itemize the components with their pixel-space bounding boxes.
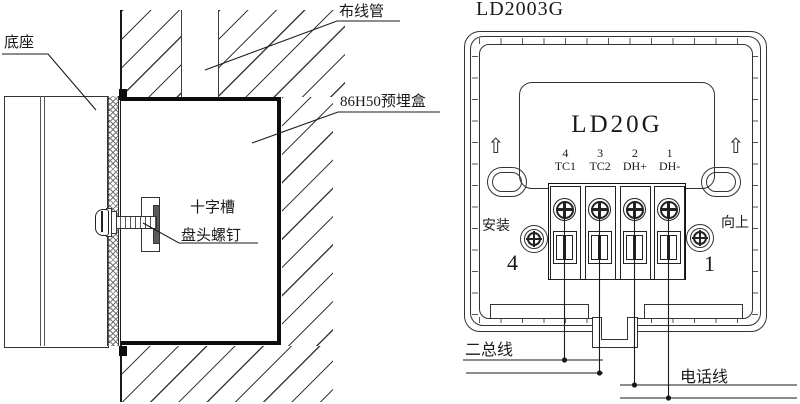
terminal-num: 1 (666, 146, 673, 160)
up-label: 向上 (721, 216, 749, 231)
wall-hatch-top-right (219, 10, 345, 97)
corner-num-right: 1 (704, 251, 715, 276)
terminal-clamp (552, 231, 577, 264)
bus-line-label: 二总线 (465, 342, 514, 359)
faceplate-ticks-right (752, 47, 758, 315)
corner-num-left: 4 (507, 250, 518, 275)
box-flange-bottom (119, 346, 127, 356)
terminal-name: DH- (658, 159, 681, 173)
conduit-left-line (181, 10, 182, 97)
base-label: 底座 (4, 35, 35, 51)
terminal-clamp (622, 231, 647, 264)
terminal-name: TC1 (554, 159, 577, 173)
fixing-screw-icon-right (686, 224, 714, 252)
wall-face-line (119, 10, 122, 402)
terminal-name: DH+ (622, 159, 647, 173)
embed-box-label: 86H50预埋盒 (340, 94, 426, 110)
terminal-clamp (587, 231, 612, 264)
faceplate-ticks-top (479, 38, 751, 44)
terminal-unit-3 (585, 186, 616, 280)
screw-washer-inner (111, 211, 117, 234)
bottom-recess-left (490, 304, 589, 318)
bottom-recess-right (644, 304, 743, 318)
terminal-clamp (656, 231, 681, 264)
terminal-unit-1 (654, 186, 685, 280)
phone-line-label: 电话线 (680, 369, 729, 386)
base-plate-inner-line (40, 96, 45, 346)
terminal-screw-icon (623, 198, 646, 221)
device-title: LD2003G (476, 0, 565, 20)
model-panel: LD20G (519, 82, 715, 189)
conduit-label: 布线管 (339, 4, 385, 20)
terminal-num: 3 (597, 146, 604, 160)
terminal-screw-icon (657, 198, 680, 221)
bottom-tab-inner (601, 317, 628, 340)
terminal-num: 2 (631, 146, 638, 160)
wall-hatch-top-left (122, 10, 181, 97)
up-arrow-icon-right: ⇧ (727, 134, 745, 158)
mount-slot-left (487, 167, 527, 197)
model-text: LD20G (571, 111, 663, 138)
wall-hatch-bottom (121, 346, 333, 402)
wall-hatch-right (282, 97, 333, 346)
terminal-unit-4 (550, 186, 581, 280)
terminal-unit-2 (620, 186, 651, 280)
box-flange-top (119, 89, 127, 100)
base-plate (4, 96, 109, 348)
mount-slot-right (701, 167, 741, 197)
terminal-screw-icon (553, 198, 576, 221)
terminal-num: 4 (562, 146, 569, 160)
fixing-screw-icon-left (520, 225, 548, 253)
up-arrow-icon-left: ⇧ (487, 134, 505, 158)
terminal-labels-row: 4 TC1 3 TC2 2 DH+ 1 DH- (548, 147, 687, 173)
faceplate-ticks-left (472, 47, 478, 315)
terminal-name: TC2 (589, 159, 611, 173)
screw-head-slot (101, 211, 103, 232)
screw-label-line2: 盘头螺钉 (181, 228, 242, 244)
terminal-screw-icon (588, 198, 611, 221)
screw-label-line1: 十字槽 (190, 200, 236, 216)
install-label: 安装 (482, 219, 510, 234)
